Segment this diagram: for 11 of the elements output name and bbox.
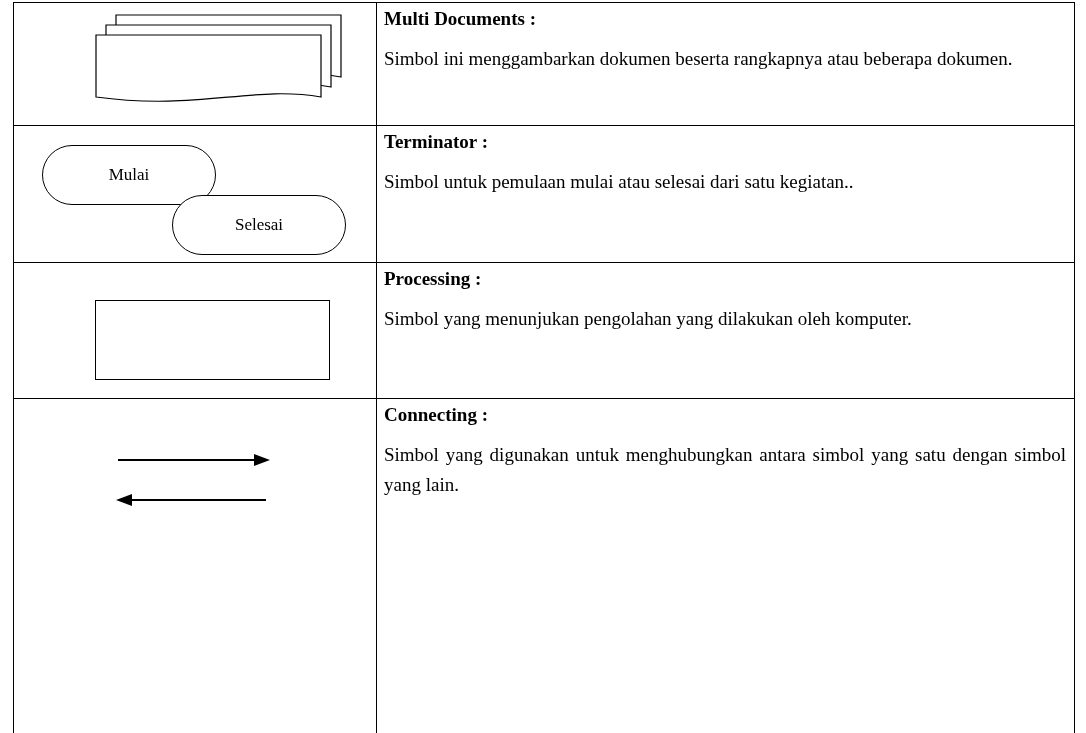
terminator-symbol: Mulai: [42, 145, 216, 205]
terminator-symbol: Selesai: [172, 195, 346, 255]
symbol-description: Simbol ini menggambarkan dokumen beserta rangkapnya atau beberapa dokumen.: [384, 47, 1014, 71]
symbol-heading: Terminator :: [384, 130, 489, 154]
process-symbol: [95, 300, 330, 380]
symbol-description: Simbol untuk pemulaan mulai atau selesai dari satu kegiatan..: [384, 170, 855, 194]
symbol-description: Simbol yang digunakan untuk menghubungkan antara simbol yang satu dengan simbol yang lain.: [384, 443, 1066, 497]
symbol-description: Simbol yang menunjukan pengolahan yang dilakukan oleh komputer.: [384, 307, 913, 331]
symbol-heading: Connecting :: [384, 403, 489, 427]
symbol-heading: Multi Documents :: [384, 7, 537, 31]
symbol-heading: Processing :: [384, 267, 483, 291]
